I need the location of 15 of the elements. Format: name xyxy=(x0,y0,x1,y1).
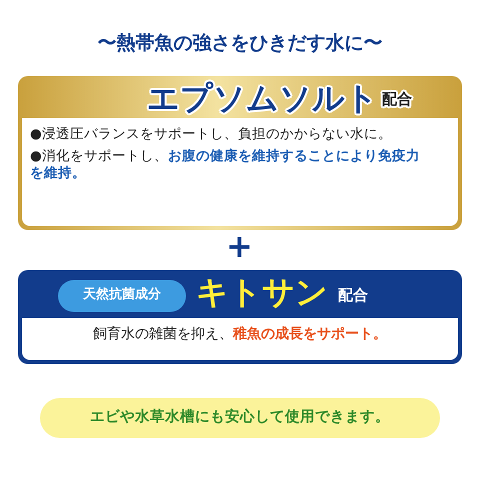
note-pill xyxy=(40,398,440,438)
badge-text: 天然抗菌成分 xyxy=(82,287,162,304)
heading-suffix: 配合 xyxy=(338,286,368,305)
ingredient-panel xyxy=(18,76,462,230)
bullet-text: ●消化をサポートし、お腹の健康を維持することにより免疫力を維持。 xyxy=(30,148,421,182)
bullet-text: ●浸透圧バランスをサポートし、負担のかからない水に。 xyxy=(30,126,392,143)
description-text: 飼育水の雑菌を抑え、稚魚の成長をサポート。 xyxy=(92,326,388,344)
heading-suffix: 配合 xyxy=(382,90,413,109)
panel-heading: エプソムソルト xyxy=(146,78,378,118)
title: 〜熱帯魚の強さをひきだす水に〜 xyxy=(96,32,384,56)
panel-heading: キトサン xyxy=(196,272,328,312)
ingredient-panel xyxy=(18,270,462,364)
note-text: エビや水草水槽にも安心して使用できます。 xyxy=(89,408,391,426)
category-badge xyxy=(58,280,186,312)
plus-sign: + xyxy=(226,226,253,266)
